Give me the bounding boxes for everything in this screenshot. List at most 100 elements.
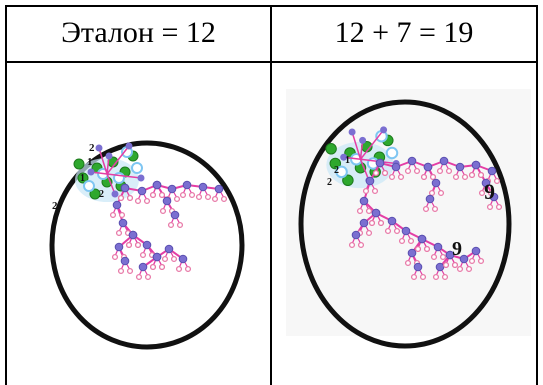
right-carbon-atom	[359, 136, 367, 144]
left-chain-c-hydrogen-atom	[135, 273, 143, 281]
right-chain-b-hydrogen-atom	[420, 173, 428, 181]
left-chain-c-carbon-atom	[138, 262, 148, 272]
left-chain-d-carbon-atom	[128, 230, 138, 240]
right-chain-c-hydrogen-atom	[477, 171, 485, 179]
right-chain-a-hydrogen-atom	[404, 167, 412, 175]
table-left-border	[5, 5, 7, 385]
left-chain-a-carbon-atom	[198, 182, 208, 192]
left-cluster-bond	[106, 173, 116, 195]
left-chain-e-hydrogen-atom	[175, 265, 183, 273]
right-chain-f-carbon-atom	[407, 248, 417, 258]
left-chain-c-carbon-atom	[120, 183, 130, 193]
left-chain-d-hydrogen-atom	[117, 267, 125, 275]
right-chain-a-hydrogen-atom	[445, 167, 453, 175]
right-chain-a-hydrogen-atom	[452, 173, 460, 181]
left-labels: 1 2 2 2 1	[52, 142, 104, 212]
right-chain-d-hydrogen-atom	[432, 273, 440, 281]
right-chain-d-carbon-atom	[375, 158, 385, 168]
left-cluster-bond	[106, 145, 130, 175]
right-chain-f-hydrogen-atom	[423, 245, 431, 253]
right-chain-e-hydrogen-atom	[357, 241, 365, 249]
header-right-text: 12 + 7 = 19	[334, 16, 474, 49]
right-chain-f-hydrogen-atom	[414, 245, 422, 253]
left-chain-e-hydrogen-atom	[161, 255, 169, 263]
right-boundary-ring	[298, 99, 512, 349]
left-chain-a-hydrogen-atom	[188, 191, 196, 199]
right-chain-f-hydrogen-atom	[410, 273, 418, 281]
left-chain-b-carbon-atom	[170, 210, 180, 220]
right-label-3: 2	[334, 165, 339, 176]
right-chain-b-hydrogen-atom	[422, 205, 430, 213]
right-chain-g-hydrogen-atom	[465, 265, 473, 273]
left-carbon-atom	[137, 174, 145, 182]
right-label-2: 2	[327, 177, 332, 188]
left-chain-a-hydrogen-atom	[179, 191, 187, 199]
right-chain-d-carbon-atom	[401, 226, 411, 236]
right-chain-g-carbon-atom	[471, 246, 481, 256]
right-labels: 1 2 2 9 9	[327, 155, 495, 260]
right-chain-b-carbon-atom	[431, 178, 441, 188]
left-chain-e-hydrogen-atom	[149, 263, 157, 271]
right-cluster-bond	[351, 131, 362, 160]
right-chain-b-hydrogen-atom	[429, 173, 437, 181]
right-chain-g-hydrogen-atom	[442, 261, 450, 269]
right-chain-c-hydrogen-atom	[486, 203, 494, 211]
right-chain-f-hydrogen-atom	[404, 259, 412, 267]
left-chlorine-atom	[89, 188, 101, 200]
right-chlorine-atom	[325, 143, 337, 155]
left-chain-a-hydrogen-atom	[220, 195, 228, 203]
left-chain-d-hydrogen-atom	[125, 241, 133, 249]
left-carbon-atom	[87, 168, 95, 176]
right-chain-d-hydrogen-atom	[398, 237, 406, 245]
right-chain-b-hydrogen-atom	[437, 189, 445, 197]
comparison-table: Эталон = 12 12 + 7 = 19 1 2 2 2 1 1 2	[5, 5, 538, 385]
right-chain-d-hydrogen-atom	[384, 227, 392, 235]
left-chain-c-hydrogen-atom	[117, 194, 125, 202]
right-chain-g-hydrogen-atom	[477, 257, 485, 265]
right-chain-c-hydrogen-atom	[478, 189, 486, 197]
right-chain-g-carbon-atom	[459, 254, 469, 264]
right-chain-b-carbon-atom	[423, 162, 433, 172]
left-chain-b-hydrogen-atom	[158, 191, 166, 199]
right-chain-a-carbon-atom	[487, 166, 497, 176]
left-label-2: 2	[89, 142, 95, 154]
right-chain-b-hydrogen-atom	[428, 189, 436, 197]
right-molecule-diagram: 1 2 2 9 9	[286, 89, 531, 349]
left-chain-d-carbon-atom	[114, 242, 124, 252]
right-chain-e-carbon-atom	[359, 218, 369, 228]
right-chain-a-hydrogen-atom	[493, 177, 501, 185]
right-carbon-atom	[348, 128, 356, 136]
left-chain-a-carbon-atom	[137, 186, 147, 196]
left-chain-c-carbon-atom	[142, 240, 152, 250]
left-chain-a-hydrogen-atom	[195, 193, 203, 201]
right-chain-g-hydrogen-atom	[451, 261, 459, 269]
left-chain-b-hydrogen-atom	[176, 221, 184, 229]
right-chain-d-carbon-atom	[365, 176, 375, 186]
header-right-cell: 12 + 7 = 19	[272, 5, 536, 61]
left-molecule	[73, 142, 228, 281]
left-chain-e-carbon-atom	[164, 244, 174, 254]
right-chain-d-carbon-atom	[435, 262, 445, 272]
right-cluster-bond	[359, 129, 385, 160]
left-chain-c-hydrogen-atom	[144, 273, 152, 281]
right-chain-d-hydrogen-atom	[439, 253, 447, 261]
right-chain-b-carbon-atom	[425, 194, 435, 204]
left-chain-d-hydrogen-atom	[126, 267, 134, 275]
left-carbon-atom	[111, 190, 119, 198]
left-chlorine-atom	[77, 172, 89, 184]
right-chain-a-hydrogen-atom	[388, 173, 396, 181]
right-chain-c-carbon-atom	[481, 178, 491, 188]
right-chain-b-hydrogen-atom	[431, 205, 439, 213]
right-chain-a-carbon-atom	[407, 156, 417, 166]
left-chain-e-hydrogen-atom	[158, 263, 166, 271]
header-bottom-border	[5, 61, 538, 63]
right-label-1: 1	[345, 155, 350, 166]
right-chain-d-hydrogen-atom	[372, 169, 380, 177]
right-chain-c-hydrogen-atom	[468, 171, 476, 179]
right-carbon-atom	[380, 126, 388, 134]
left-chain-c-carbon-atom	[118, 218, 128, 228]
left-chain-a-hydrogen-atom	[211, 195, 219, 203]
left-label-3: 2	[52, 200, 58, 212]
left-label-5: 1	[80, 173, 85, 184]
right-chlorine-atom	[342, 174, 354, 187]
